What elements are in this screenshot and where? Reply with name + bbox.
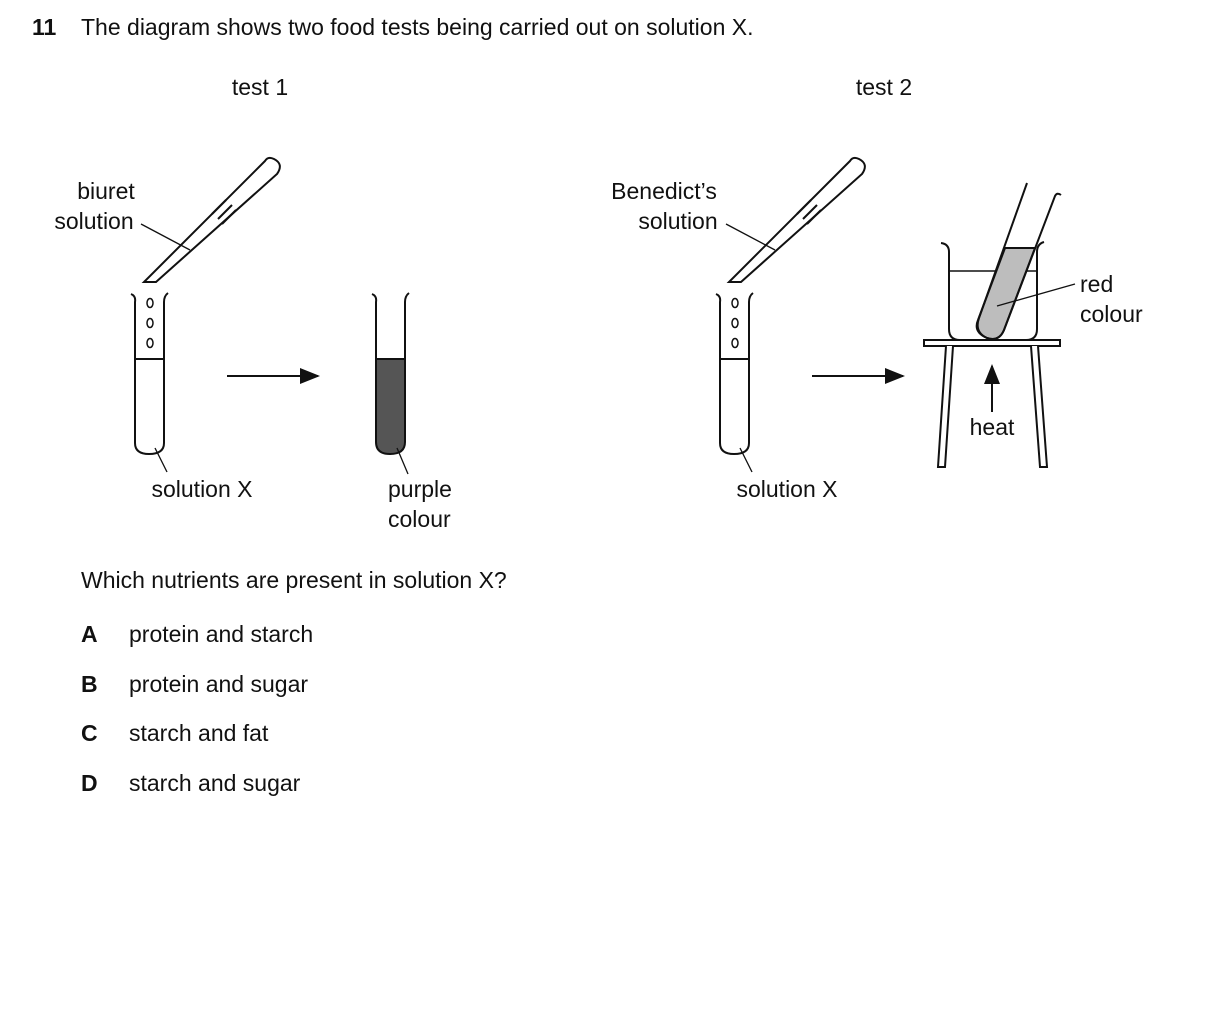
test1-reagent-label-line1: biuret bbox=[77, 178, 135, 204]
test1-result-label-line2: colour bbox=[388, 506, 451, 532]
option-text: starch and sugar bbox=[129, 770, 301, 796]
test1-reagent-leader bbox=[140, 223, 191, 251]
option-letter: A bbox=[81, 621, 98, 647]
food-test-diagram: test 1 biuret solution solution X purple… bbox=[54, 74, 1143, 532]
option-text: protein and starch bbox=[129, 621, 314, 647]
test1-tube-leader bbox=[154, 447, 168, 473]
question-stem: Which nutrients are present in solution … bbox=[81, 567, 507, 593]
test2-reagent-label-line2: solution bbox=[638, 208, 717, 234]
test1-result-leader bbox=[396, 447, 409, 475]
test2-result-leader bbox=[996, 283, 1076, 307]
heat-label: heat bbox=[970, 414, 1015, 440]
test2-drops bbox=[731, 297, 739, 349]
test2-heated-tube bbox=[975, 182, 1062, 340]
test2-title: test 2 bbox=[856, 74, 912, 100]
test1-tube-label: solution X bbox=[151, 476, 252, 502]
test2-result-label-line2: colour bbox=[1080, 301, 1143, 327]
option-letter: C bbox=[81, 720, 98, 746]
test1-dropping-pipette bbox=[141, 156, 281, 283]
test2-tube-solution-x bbox=[715, 292, 754, 456]
question-number: 11 bbox=[32, 14, 57, 40]
option-letter: B bbox=[81, 671, 98, 697]
test1-result-label-line1: purple bbox=[388, 476, 452, 502]
test1-drops bbox=[146, 297, 154, 349]
option-letter: D bbox=[81, 770, 98, 796]
test2-reagent-label-line1: Benedict’s bbox=[611, 178, 717, 204]
test2-result-label-line1: red bbox=[1080, 271, 1113, 297]
test2-tube-label: solution X bbox=[736, 476, 837, 502]
test2-tube-leader bbox=[739, 447, 753, 473]
test1-reagent-label-line2: solution bbox=[54, 208, 133, 234]
option-text: starch and fat bbox=[129, 720, 269, 746]
test1-tube-solution-x bbox=[130, 292, 169, 456]
test2-dropping-pipette bbox=[726, 156, 866, 283]
tripod-stand bbox=[923, 339, 1061, 468]
test2-reagent-leader bbox=[725, 223, 776, 251]
test1-result-tube bbox=[371, 292, 410, 456]
question-text: The diagram shows two food tests being c… bbox=[81, 14, 754, 40]
test1-title: test 1 bbox=[232, 74, 288, 100]
option-text: protein and sugar bbox=[129, 671, 309, 697]
test1-purple-liquid bbox=[376, 359, 405, 454]
